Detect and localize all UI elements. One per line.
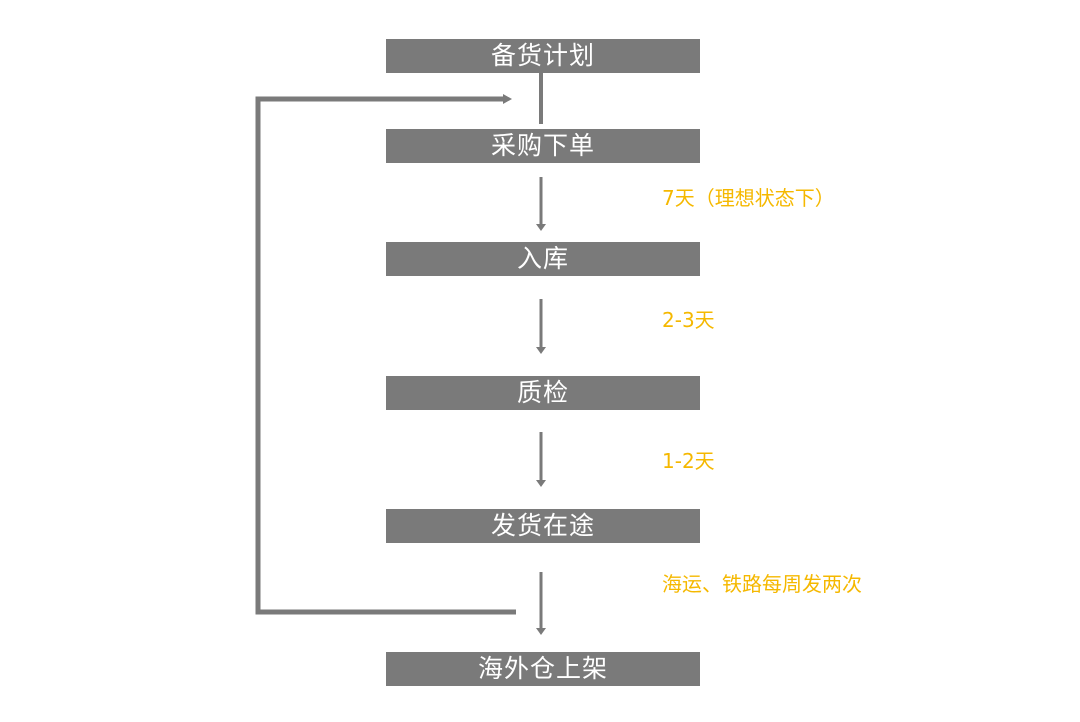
step-box-purchase-order: 采购下单 — [386, 129, 700, 163]
step-label: 发货在途 — [490, 511, 595, 540]
step-box-warehousing: 入库 — [386, 242, 700, 276]
step-box-in-transit: 发货在途 — [386, 509, 700, 543]
arrow-shipping-to-shelving — [536, 572, 546, 635]
duration-note-shipping: 海运、铁路每周发两次 — [662, 572, 862, 596]
step-label: 质检 — [516, 378, 569, 407]
duration-note-purchase: 7天（理想状态下） — [662, 186, 835, 210]
duration-note-warehousing: 2-3天 — [662, 308, 715, 332]
step-label: 入库 — [516, 244, 569, 273]
step-label: 采购下单 — [490, 131, 595, 160]
arrow-inspection-to-shipping — [536, 432, 546, 487]
step-label: 备货计划 — [490, 41, 595, 70]
step-box-stock-plan: 备货计划 — [386, 39, 700, 73]
duration-note-inspection: 1-2天 — [662, 449, 715, 473]
loop-back-arrow — [255, 94, 516, 615]
arrow-order-to-storage — [536, 177, 546, 231]
step-label: 海外仓上架 — [477, 654, 608, 683]
step-box-overseas-shelving: 海外仓上架 — [386, 652, 700, 686]
step-box-quality-inspection: 质检 — [386, 376, 700, 410]
arrow-storage-to-inspection — [536, 299, 546, 354]
